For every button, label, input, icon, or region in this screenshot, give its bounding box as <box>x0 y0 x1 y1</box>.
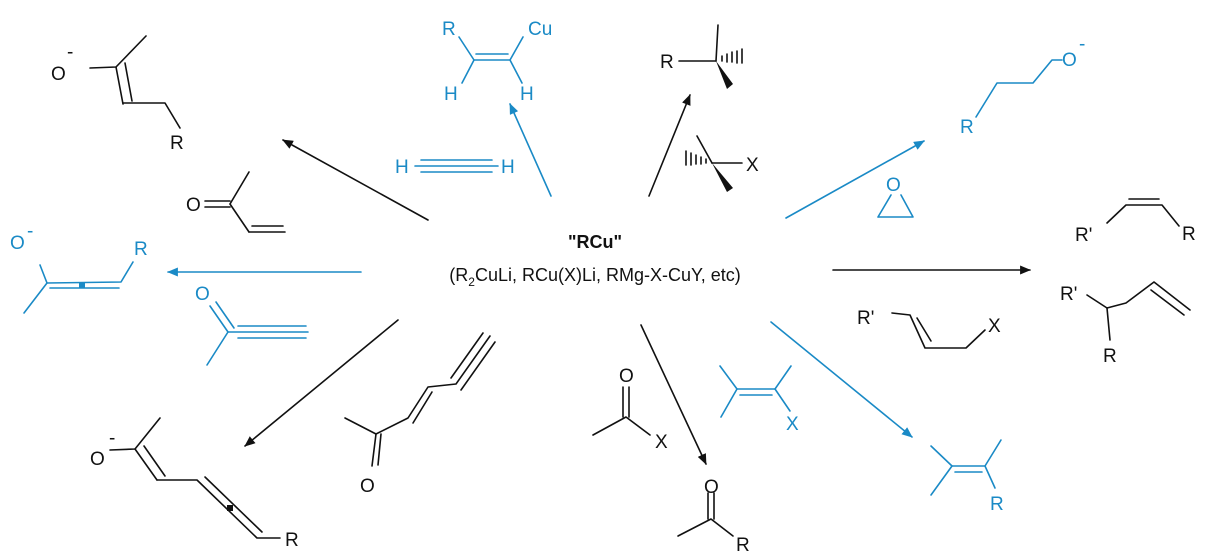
sn2-rprime: R' <box>1075 225 1092 246</box>
arrow-to-alkoxide <box>785 140 925 219</box>
vinyl-copper: Cu <box>528 19 552 40</box>
center-reagent: "RCu" (R2CuLi, RCu(X)Li, RMg-X-CuY, etc) <box>449 232 740 289</box>
product-allenolate: O - R <box>10 221 148 314</box>
quaternary-r-group: R <box>660 52 674 73</box>
reaction-arrows <box>167 94 1031 465</box>
reagent-methyl-vinyl-ketone: O <box>186 171 286 233</box>
reagent-acyl-halide: O X <box>592 366 668 453</box>
product-quaternary: R <box>660 24 743 89</box>
subtitle-post: CuLi, RCu(X)Li, RMg-X-CuY, etc) <box>475 265 741 285</box>
product-sn2prime-allyl: R' R <box>1060 281 1191 367</box>
arrow-to-enolate <box>282 139 429 221</box>
sn2prime-r-group: R <box>1103 346 1117 367</box>
acetylene-hydrogen-left: H <box>395 157 409 178</box>
acyl-x: X <box>655 432 668 453</box>
vinyl-hydrogen-right: H <box>520 84 534 105</box>
dienolate-charge: - <box>109 428 115 449</box>
arrow-to-vinylcopper <box>509 103 552 197</box>
center-title: "RCu" <box>568 232 622 252</box>
allyl-x: X <box>988 316 1001 337</box>
arrow-to-alkene <box>770 321 913 438</box>
product-sn2-allyl: R' R <box>1075 198 1196 246</box>
product-dienolate: O - R <box>90 417 299 551</box>
alkoxide-charge: - <box>1079 34 1085 55</box>
arrow-to-ketone <box>640 324 707 465</box>
arrow-to-dienolate <box>244 319 399 447</box>
sn2prime-rprime: R' <box>1060 284 1077 305</box>
dienolate-r-group: R <box>285 530 299 551</box>
subtitle-subscript: 2 <box>468 275 475 289</box>
product-vinylcopper: R Cu H H <box>442 19 552 105</box>
vinyl-r-group: R <box>442 19 456 40</box>
epoxide-oxygen: O <box>886 175 901 196</box>
product-enolate: O - R <box>51 35 184 154</box>
vinyl-hydrogen-left: H <box>444 84 458 105</box>
mvk-oxygen: O <box>186 195 201 216</box>
alkoxide-oxygen: O <box>1062 50 1077 71</box>
sn2-r-group: R <box>1182 224 1196 245</box>
reagent-epoxide: O <box>877 175 914 218</box>
reagent-enynone: O <box>344 332 496 497</box>
ynone-oxygen: O <box>195 284 210 305</box>
enolate-charge: - <box>67 42 73 63</box>
allenolate-charge: - <box>27 221 33 242</box>
enolate-oxygen: O <box>51 64 66 85</box>
dienolate-oxygen: O <box>90 449 105 470</box>
allenolate-r-group: R <box>134 239 148 260</box>
reagent-acetylene: H H <box>395 157 515 178</box>
enolate-r-group: R <box>170 133 184 154</box>
ketone-r-group: R <box>736 535 750 556</box>
vinyl-halide-x: X <box>786 414 799 435</box>
allenolate-oxygen: O <box>10 233 25 254</box>
arrow-to-quaternary <box>648 94 691 197</box>
acyl-oxygen: O <box>619 366 634 387</box>
alkoxide-r-group: R <box>960 117 974 138</box>
enynone-oxygen: O <box>360 476 375 497</box>
acetylene-hydrogen-right: H <box>501 157 515 178</box>
reagent-tertiary-halide: X <box>685 135 759 192</box>
reagent-vinyl-halide: X <box>719 365 799 435</box>
alkene-r-group: R <box>990 494 1004 515</box>
reagent-ynone: O <box>195 284 309 366</box>
product-ketone: O R <box>677 477 750 556</box>
ketone-oxygen: O <box>704 477 719 498</box>
allyl-rprime: R' <box>857 308 874 329</box>
product-alkene: R <box>930 439 1004 515</box>
reagent-allyl-halide: R' X <box>857 308 1001 349</box>
center-subtitle: (R2CuLi, RCu(X)Li, RMg-X-CuY, etc) <box>449 265 740 289</box>
subtitle-pre: (R <box>449 265 468 285</box>
product-alkoxide: R O - <box>960 34 1085 138</box>
halide-x: X <box>746 155 759 176</box>
